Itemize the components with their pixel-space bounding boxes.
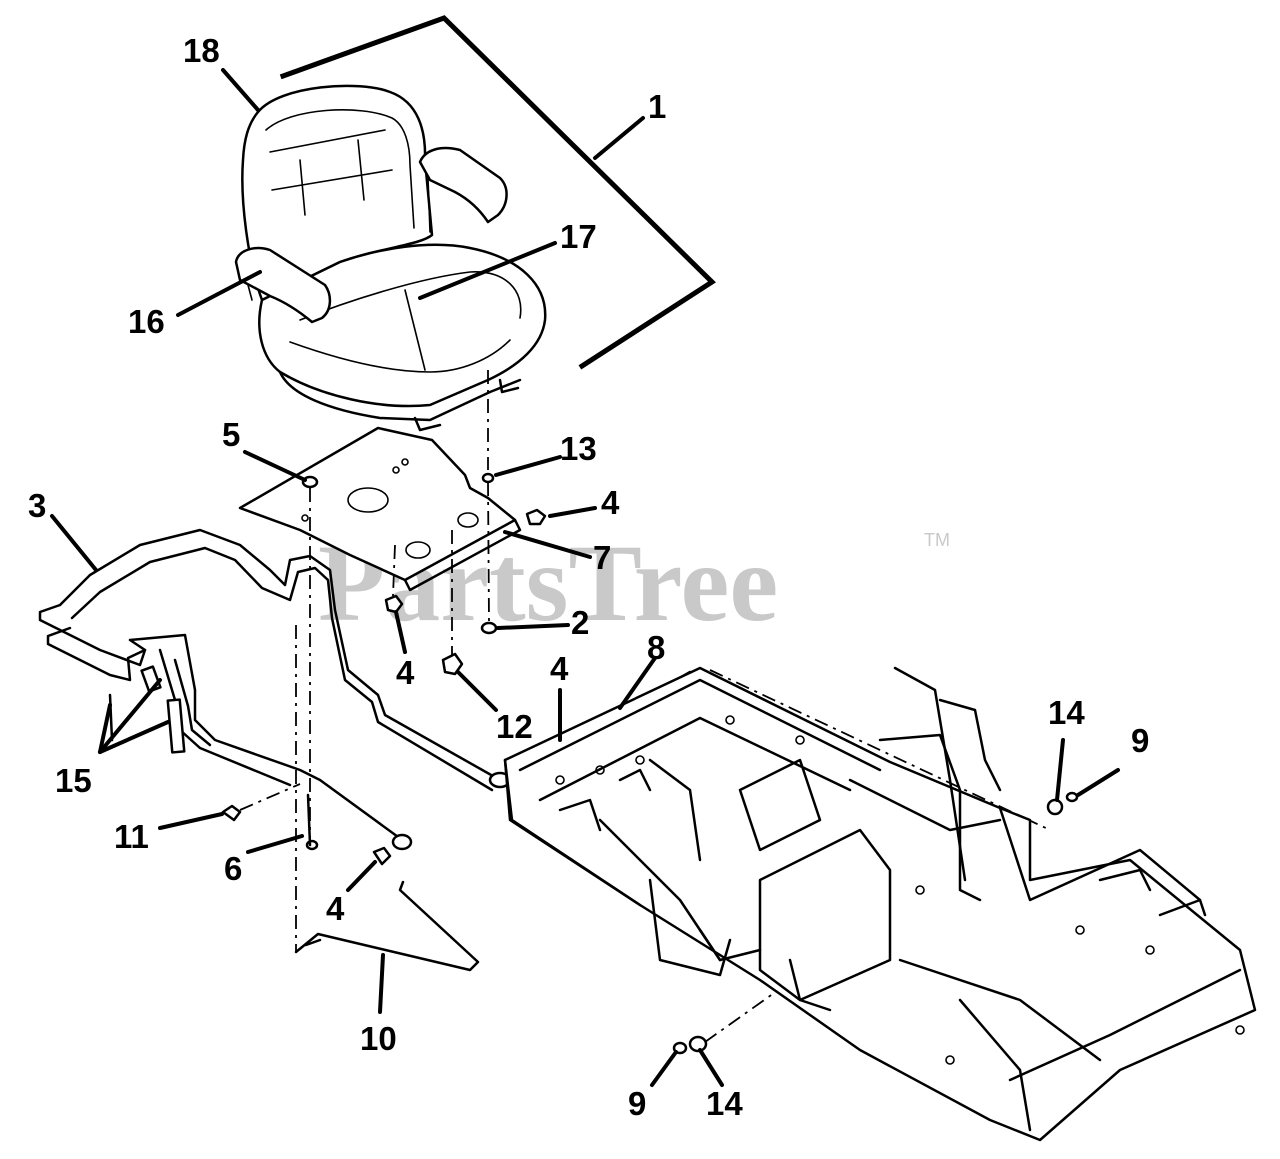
washer-14-bottom	[688, 1035, 708, 1053]
callout-4-top: 4	[601, 484, 620, 521]
nut-4-low	[372, 846, 392, 866]
bolt-11	[221, 804, 242, 822]
bolt-2	[480, 621, 498, 635]
clip-12	[441, 652, 464, 676]
callout-15: 15	[55, 762, 92, 799]
nut-4-top	[525, 508, 547, 526]
callout-14-right: 14	[1048, 694, 1085, 731]
nut-4-plate	[384, 594, 404, 614]
callout-9-bottom: 9	[628, 1085, 646, 1122]
callout-10: 10	[360, 1020, 397, 1057]
callout-4-frame: 4	[550, 650, 569, 687]
bolt-6	[305, 839, 319, 851]
callout-6: 6	[224, 850, 242, 887]
seat-assembly-bracket	[279, 15, 716, 370]
support-rod-10	[294, 880, 480, 972]
callout-4-plate: 4	[396, 654, 415, 691]
roll-bar	[38, 528, 512, 851]
stud-6	[306, 793, 312, 847]
callout-1: 1	[648, 88, 666, 125]
washer-13	[481, 472, 495, 484]
chassis-frame	[503, 666, 1257, 1142]
callout-18: 18	[183, 32, 220, 69]
callout-8: 8	[647, 629, 665, 666]
watermark-trademark: TM	[924, 530, 950, 550]
callout-2: 2	[571, 604, 589, 641]
callout-9-right: 9	[1131, 722, 1149, 759]
hardware	[221, 472, 1079, 1055]
pin-9-right	[1065, 791, 1079, 803]
callout-5: 5	[222, 416, 240, 453]
callout-16: 16	[128, 303, 165, 340]
callout-12: 12	[496, 708, 533, 745]
callout-17: 17	[560, 218, 597, 255]
callouts: 18 1 17 16 5 13 4 3 7 2 4 8 4 12 14 9 15…	[28, 32, 1149, 1122]
seat-pan-plate	[238, 426, 522, 592]
callout-11: 11	[114, 818, 149, 855]
callout-3: 3	[28, 487, 46, 524]
washer-14-right	[1046, 798, 1064, 816]
callout-13: 13	[560, 430, 597, 467]
leader-lines	[50, 68, 1120, 1087]
assembly-centerlines	[239, 370, 1051, 1043]
seat	[234, 84, 547, 432]
callout-14-bottom: 14	[706, 1085, 743, 1122]
callout-7: 7	[593, 539, 611, 576]
callout-4-low: 4	[326, 890, 345, 927]
